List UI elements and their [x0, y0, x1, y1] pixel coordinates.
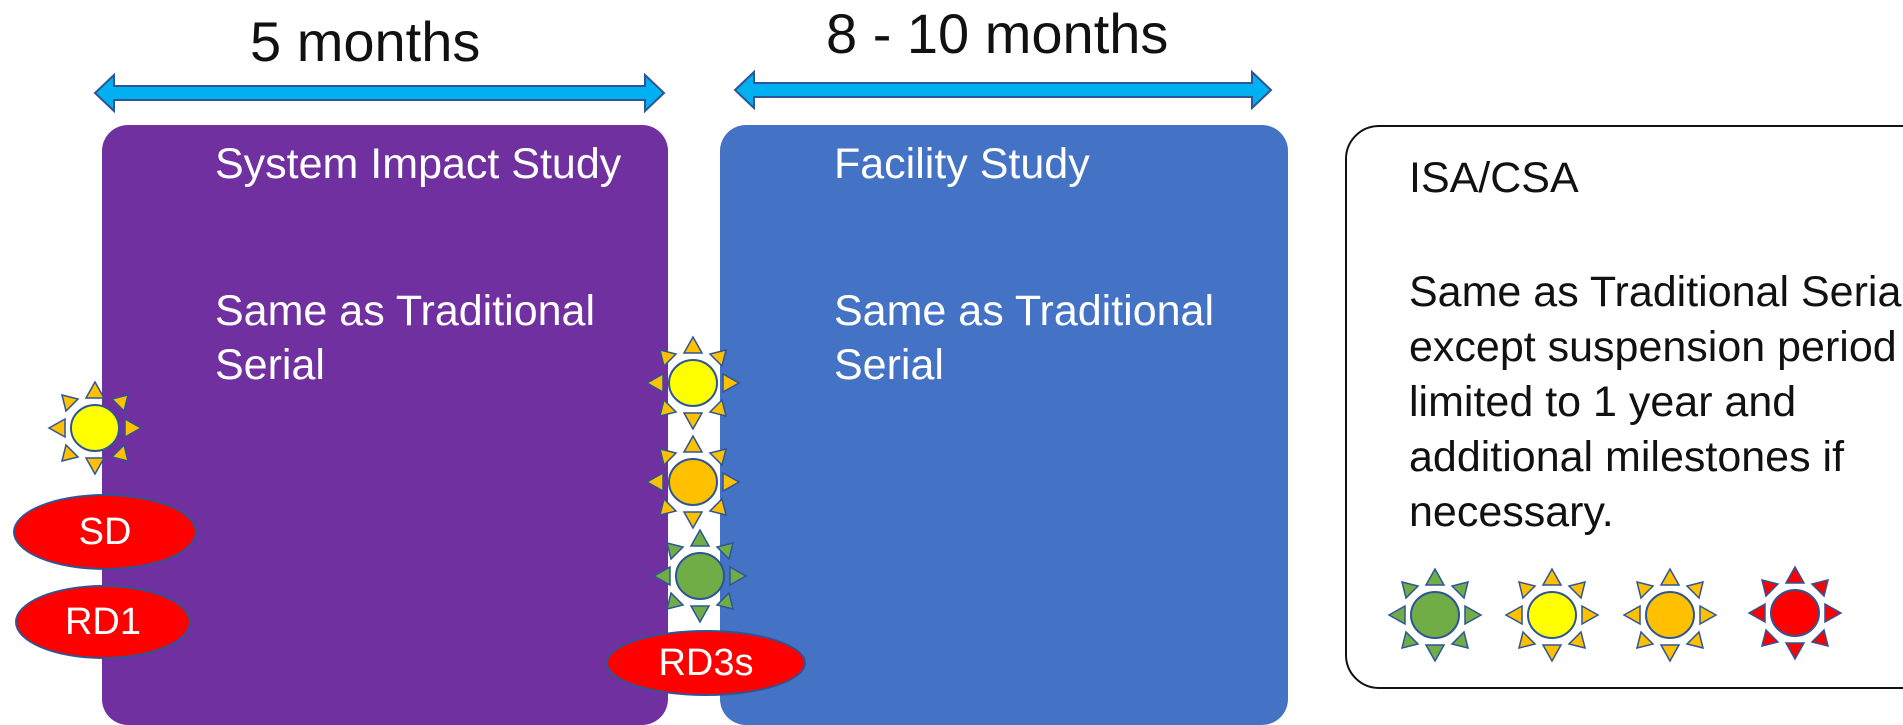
system-impact-study-box: System Impact Study Same as Traditional … — [102, 125, 668, 725]
sun-orange-icon — [1623, 568, 1717, 662]
sun-yellow-icon — [48, 381, 142, 475]
diagram-graphics — [48, 69, 1842, 662]
isa-csa-description: Same as Traditional Serial except suspen… — [1409, 268, 1903, 537]
sun-orange-icon — [646, 435, 740, 529]
milestone-rd1: RD1 — [15, 585, 191, 659]
double-arrow-icon — [93, 72, 666, 114]
system-impact-study-title: System Impact Study — [215, 140, 622, 188]
sun-green-icon — [1388, 568, 1482, 662]
facility-study-description: Same as Traditional Serial — [834, 287, 1215, 389]
sun-yellow-icon — [646, 336, 740, 430]
milestone-sd: SD — [13, 494, 197, 570]
sun-red-icon — [1748, 566, 1842, 660]
double-arrow-icon — [733, 69, 1273, 111]
facility-study-title: Facility Study — [834, 140, 1090, 188]
facility-study-box: Facility Study Same as Traditional Seria… — [720, 125, 1288, 725]
system-impact-study-description: Same as Traditional Serial — [215, 287, 596, 389]
sun-green-icon — [653, 529, 747, 623]
duration-label-sis: 5 months — [250, 10, 481, 73]
isa-csa-title: ISA/CSA — [1409, 154, 1579, 202]
milestone-rd3s: RD3s — [606, 630, 806, 696]
duration-label-fs: 8 - 10 months — [826, 2, 1169, 65]
sun-yellow-icon — [1505, 568, 1599, 662]
